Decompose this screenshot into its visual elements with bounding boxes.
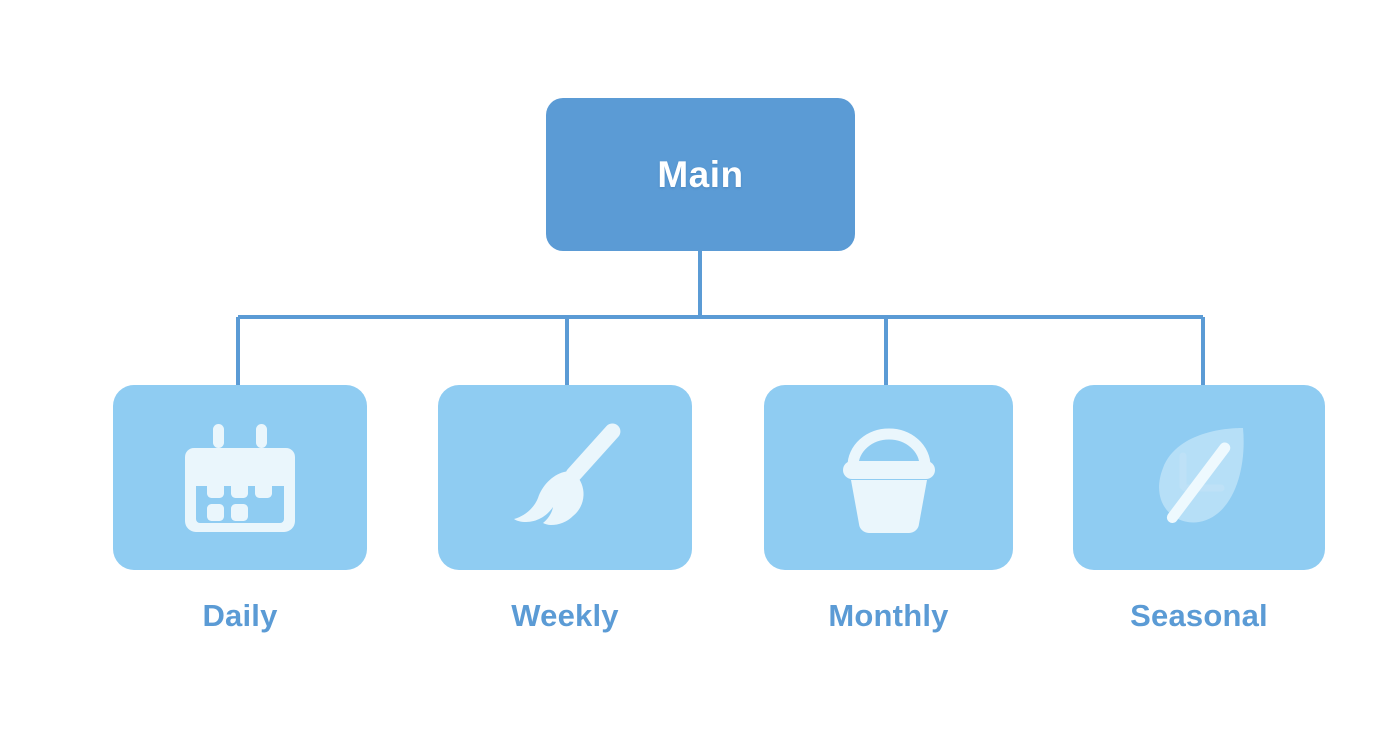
node-main-label: Main <box>657 154 744 195</box>
broom-icon <box>514 422 621 525</box>
node-weekly[interactable] <box>438 385 692 570</box>
label-monthly: Monthly <box>828 598 949 633</box>
leaf-icon <box>1159 427 1244 523</box>
node-monthly[interactable] <box>764 385 1013 570</box>
label-weekly: Weekly <box>511 598 619 633</box>
node-daily[interactable] <box>113 385 367 570</box>
label-daily: Daily <box>202 598 278 633</box>
bucket-icon <box>842 428 935 533</box>
calendar-icon <box>185 423 295 532</box>
node-main[interactable]: Main <box>546 98 855 251</box>
label-seasonal: Seasonal <box>1130 598 1268 633</box>
node-seasonal[interactable] <box>1073 385 1325 570</box>
